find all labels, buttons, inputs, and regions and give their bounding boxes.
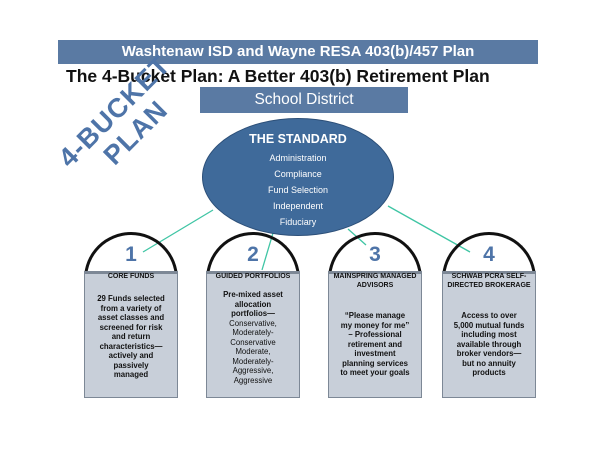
desc-line: and return (111, 332, 151, 341)
desc-line: products (472, 368, 506, 377)
desc-line: but no annuity (462, 358, 516, 368)
bucket-heading: SCHWAB PCRA SELF-DIRECTED BROKERAGE (447, 273, 531, 289)
desc-line: managed (113, 370, 149, 379)
desc-line: Moderately- (232, 356, 274, 366)
desc-line: to meet your goals (340, 368, 410, 377)
desc-line: screened for risk (99, 322, 163, 332)
desc-line: Aggressive (233, 375, 273, 385)
standard-item-administration: Administration (269, 153, 327, 163)
desc-line: Conservative, (229, 318, 277, 328)
desc-line: Moderate, (235, 347, 271, 356)
desc-line: including most (461, 330, 517, 339)
bucket-heading: CORE FUNDS (107, 273, 155, 280)
desc-line: Pre-mixed asset (223, 290, 283, 299)
bucket-number: 1 (125, 243, 137, 266)
desc-line: passively (113, 360, 149, 370)
desc-line: – Professional (348, 330, 402, 339)
desc-line: from a variety of (100, 303, 162, 313)
standard-item-fiduciary: Fiduciary (279, 217, 317, 227)
desc-line: Conservative (230, 337, 276, 347)
school-district-box: School District (200, 87, 408, 113)
desc-line: available through (456, 339, 522, 349)
desc-line: Access to over (461, 311, 517, 320)
standard-item-independent: Independent (272, 201, 324, 211)
desc-line: investment (354, 349, 396, 358)
desc-line: Moderately- (232, 328, 274, 337)
bucket-schwab-brokerage: 4 SCHWAB PCRA SELF-DIRECTED BROKERAGE Ac… (442, 232, 536, 398)
bucket-body (206, 271, 300, 398)
desc-line: allocation (234, 299, 272, 309)
desc-line: retirement and (347, 339, 403, 349)
desc-line: 29 Funds selected (97, 294, 165, 303)
page-title: The 4-Bucket Plan: A Better 403(b) Retir… (66, 66, 490, 86)
desc-line: portfolios— (231, 309, 275, 318)
bucket-body (328, 271, 422, 398)
bucket-mainspring-advisors: 3 MAINSPRING MANAGED ADVISORS “Please ma… (328, 232, 422, 398)
bucket-heading: MAINSPRING MANAGED ADVISORS (333, 273, 417, 289)
bucket-heading: GUIDED PORTFOLIOS (215, 273, 291, 280)
desc-line: “Please manage (344, 311, 406, 320)
bucket-number: 4 (483, 243, 495, 266)
bucket-number: 3 (369, 243, 381, 266)
desc-line: asset classes and (97, 313, 165, 322)
desc-line: 5,000 mutual funds (453, 320, 525, 330)
standard-item-compliance: Compliance (274, 169, 322, 179)
plan-banner: Washtenaw ISD and Wayne RESA 403(b)/457 … (58, 40, 538, 64)
desc-line: Aggressive, (232, 366, 274, 375)
desc-line: broker vendors— (456, 349, 522, 358)
bucket-number: 2 (247, 243, 259, 266)
standard-item-fund-selection: Fund Selection (267, 185, 329, 195)
bucket-body (84, 271, 178, 398)
standard-title: THE STANDARD (249, 132, 347, 146)
desc-line: my money for me” (340, 320, 410, 330)
desc-line: planning services (342, 358, 408, 368)
bucket-body (442, 271, 536, 398)
desc-line: actively and (108, 351, 154, 360)
desc-line: characteristics— (99, 341, 163, 351)
the-standard-ellipse: THE STANDARD Administration Compliance F… (202, 118, 394, 236)
